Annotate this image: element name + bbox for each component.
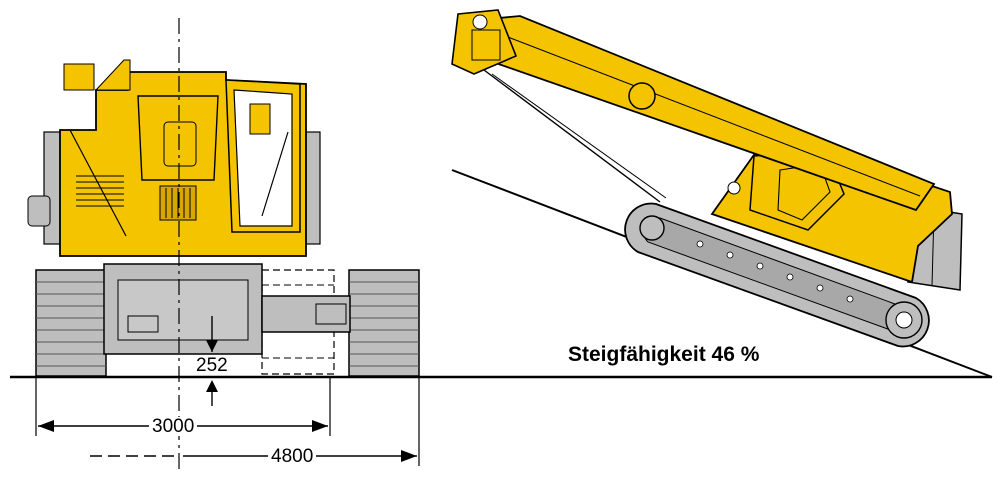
telescopic-axle <box>261 295 351 333</box>
side-view-crane <box>451 9 963 348</box>
left-track <box>35 269 107 377</box>
gradeability-label: Steigfähigkeit 46 % <box>568 343 760 366</box>
track-width-extended-label: 4800 <box>268 447 317 466</box>
telescopic-boom <box>468 15 936 212</box>
front-view-crane <box>27 59 420 377</box>
ground-clearance-label: 252 <box>193 356 231 375</box>
right-track <box>348 269 420 377</box>
track-width-retracted-label: 3000 <box>149 417 198 436</box>
